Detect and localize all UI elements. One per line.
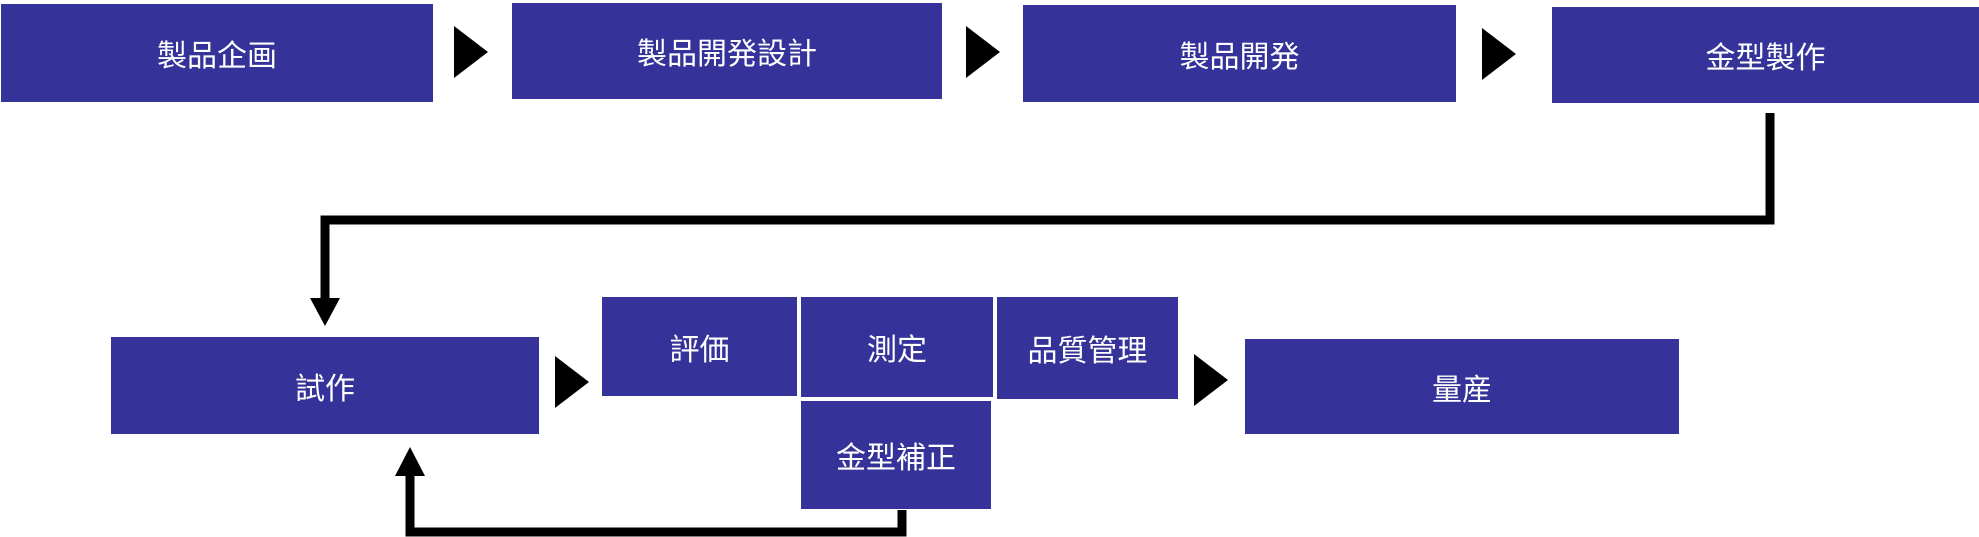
step-mold-correction: 金型補正 <box>801 401 991 509</box>
step-mold-making: 金型製作 <box>1552 7 1979 103</box>
step-label: 測定 <box>867 333 927 368</box>
arrow-right-icon <box>1482 28 1516 80</box>
step-quality-control: 品質管理 <box>997 297 1178 399</box>
step-label: 製品開発 <box>1179 39 1300 75</box>
step-mass-production: 量産 <box>1245 339 1679 434</box>
connector-mold-to-prototype <box>320 113 1775 302</box>
step-product-planning: 製品企画 <box>1 4 433 102</box>
arrow-right-icon <box>966 26 1000 78</box>
step-label: 金型補正 <box>836 441 956 476</box>
step-evaluation: 評価 <box>602 297 797 396</box>
step-label: 量産 <box>1432 372 1492 408</box>
step-measurement: 測定 <box>801 297 993 397</box>
step-label: 評価 <box>669 332 730 368</box>
arrow-up-icon <box>395 447 425 476</box>
step-prototype: 試作 <box>111 337 539 434</box>
arrow-down-icon <box>310 298 340 326</box>
step-label: 製品開発設計 <box>637 37 817 72</box>
arrow-right-icon <box>1194 354 1228 406</box>
step-label: 品質管理 <box>1027 334 1148 369</box>
connector-correction-to-prototype <box>405 472 907 537</box>
step-label: 製品企画 <box>157 39 277 74</box>
step-product-development: 製品開発 <box>1023 5 1456 102</box>
step-label: 試作 <box>295 371 355 407</box>
step-label: 金型製作 <box>1705 41 1826 76</box>
arrow-right-icon <box>555 356 589 408</box>
arrow-right-icon <box>454 26 488 78</box>
step-product-dev-design: 製品開発設計 <box>512 3 942 99</box>
